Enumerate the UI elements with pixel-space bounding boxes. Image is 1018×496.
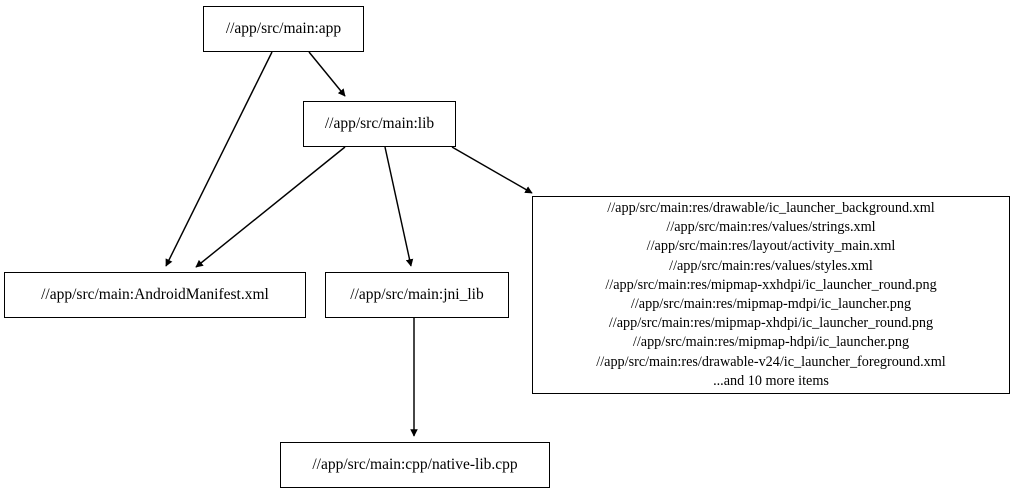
graph-node-res-group[interactable]: //app/src/main:res/drawable/ic_launcher_… [532, 196, 1010, 394]
graph-node-android-manifest-label: //app/src/main:AndroidManifest.xml [41, 285, 269, 303]
graph-node-native-lib-cpp-label: //app/src/main:cpp/native-lib.cpp [312, 455, 518, 473]
graph-node-res-group-label: //app/src/main:res/drawable/ic_launcher_… [596, 199, 946, 389]
graph-node-app-label: //app/src/main:app [225, 19, 342, 37]
graph-node-lib[interactable]: //app/src/main:lib [303, 101, 456, 147]
edge-lib-to-res [451, 146, 533, 194]
edge-lib-to-manifest [195, 146, 346, 268]
graph-node-jni-lib[interactable]: //app/src/main:jni_lib [325, 272, 509, 318]
edge-app-to-manifest [165, 51, 273, 267]
graph-node-native-lib-cpp[interactable]: //app/src/main:cpp/native-lib.cpp [280, 442, 550, 488]
graph-node-android-manifest[interactable]: //app/src/main:AndroidManifest.xml [4, 272, 306, 318]
graph-node-jni-lib-label: //app/src/main:jni_lib [350, 285, 484, 303]
graph-node-app[interactable]: //app/src/main:app [203, 6, 364, 52]
edge-app-to-lib [308, 51, 346, 97]
graph-node-lib-label: //app/src/main:lib [324, 114, 435, 132]
edge-lib-to-jnilib [384, 146, 414, 267]
